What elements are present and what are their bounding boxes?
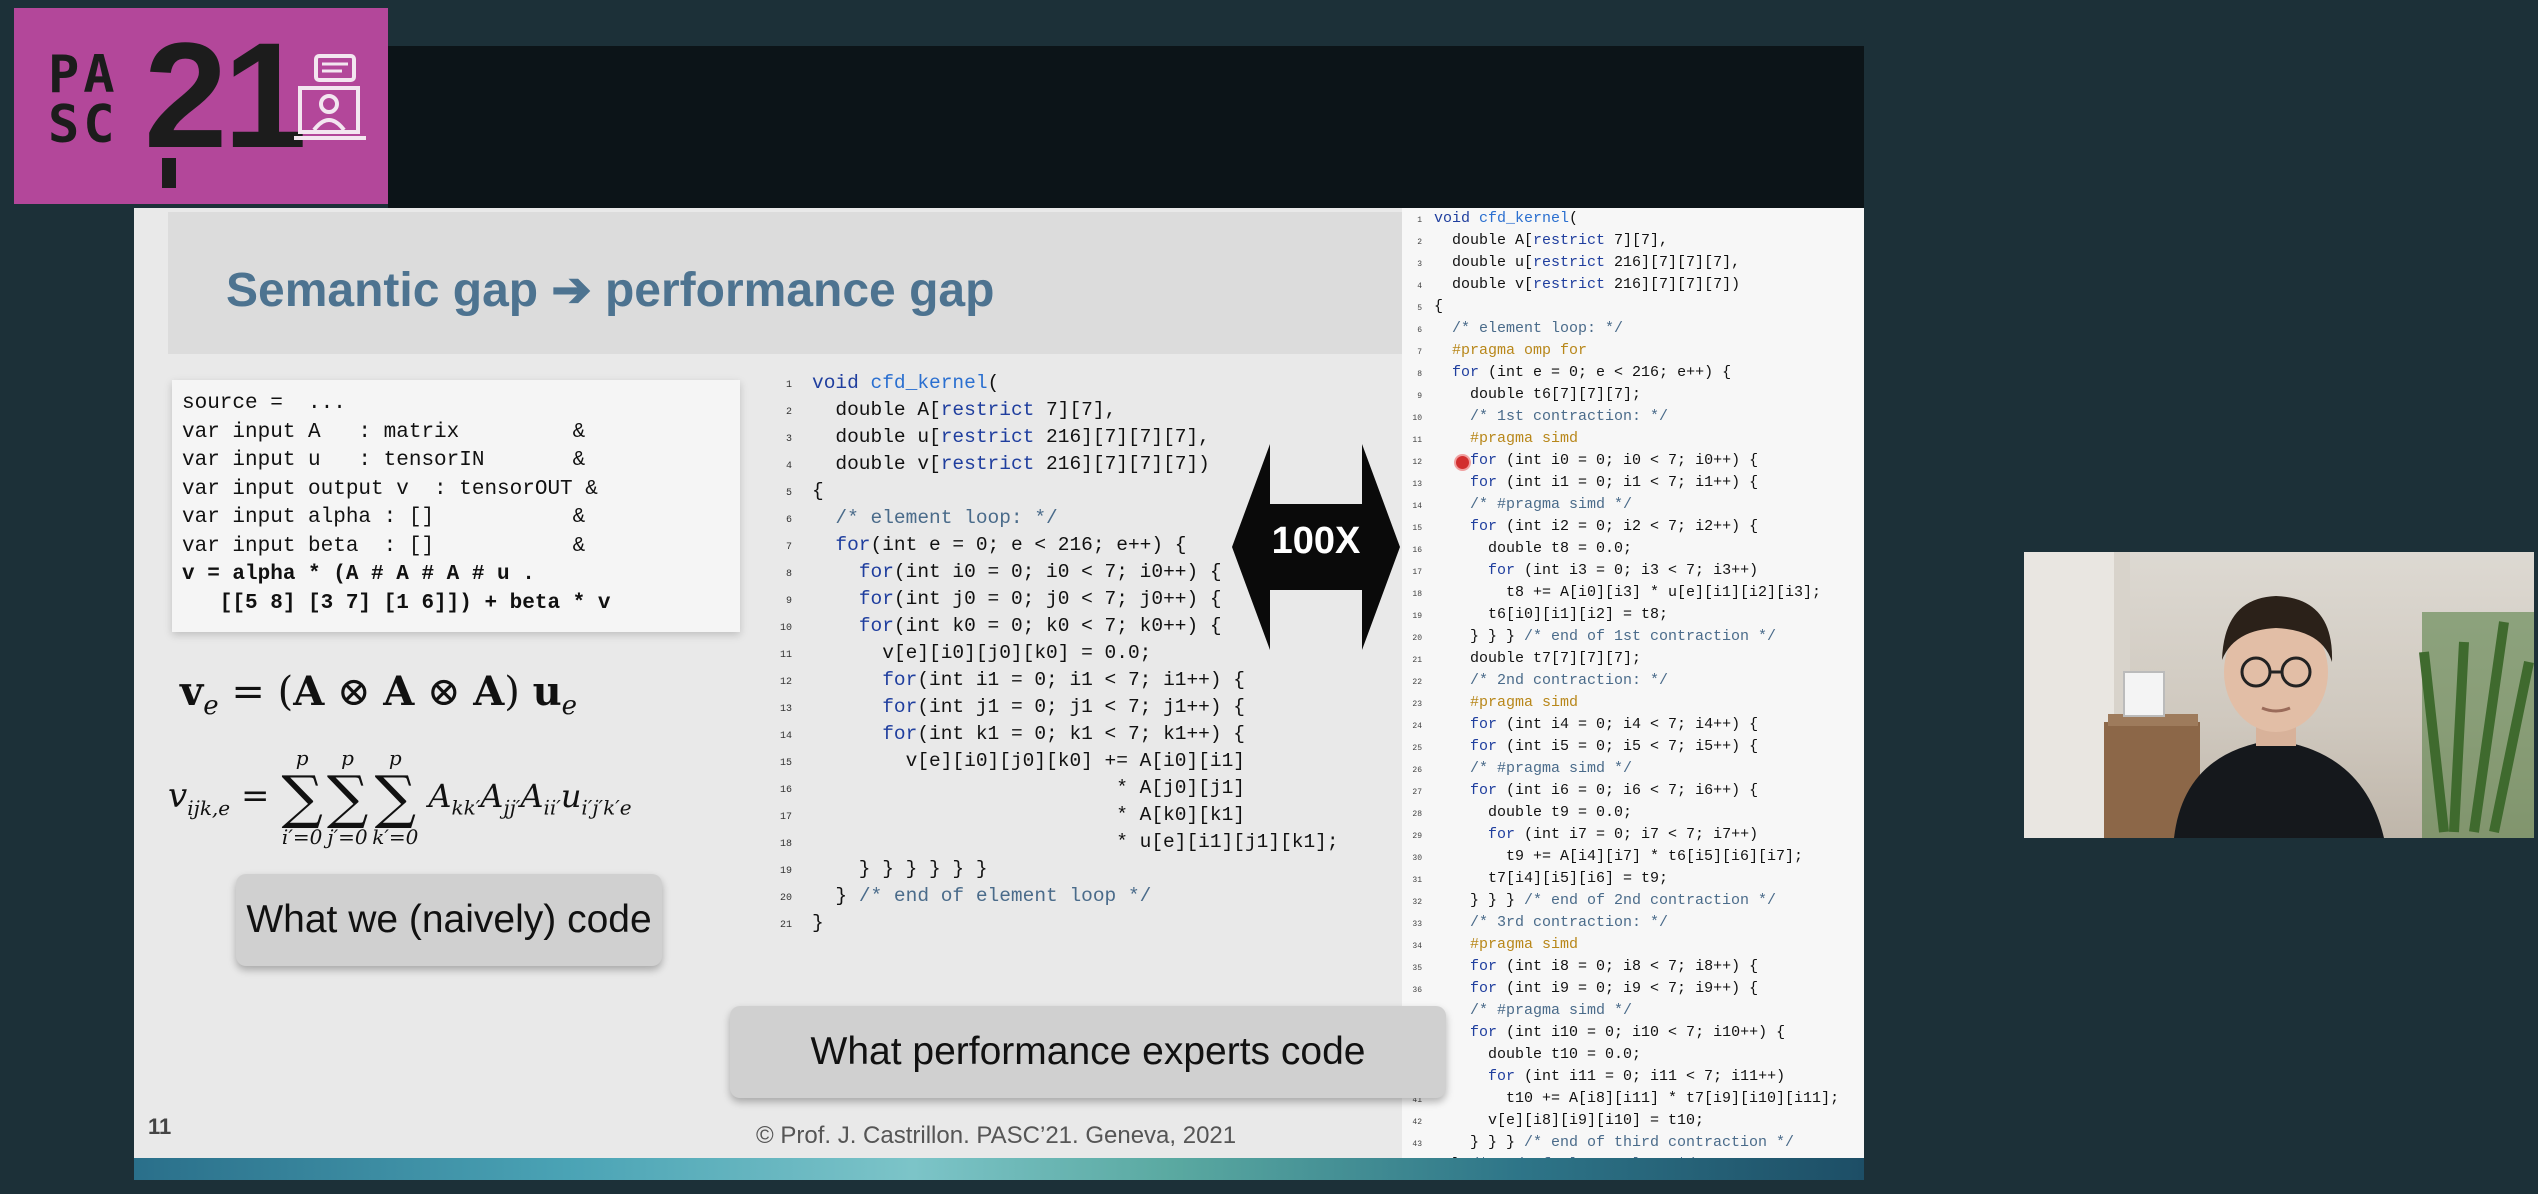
logo-year: 21 <box>144 11 307 179</box>
logo-pasc-text: PA SC <box>48 49 119 151</box>
naive-code-label: What we (naively) code <box>236 874 662 966</box>
laser-pointer-cursor <box>1454 454 1471 471</box>
spec-line: var input A : matrix & <box>182 420 586 444</box>
spec-line: [[5 8] [3 7] [1 6]]) + beta * v <box>182 591 611 615</box>
logo-pasc-line: PA <box>48 45 119 105</box>
slide-bottom-strip <box>134 1158 1864 1180</box>
spec-line: var input beta : [] & <box>182 534 586 558</box>
presentation-slide: Semantic gap ➔ performance gap source = … <box>134 208 1864 1180</box>
spec-line: source = ... <box>182 392 346 415</box>
spec-line: v = alpha * (A # A # A # u . <box>182 563 535 586</box>
slide-page-number: 11 <box>148 1114 172 1139</box>
virtual-presenter-icon <box>294 54 366 140</box>
conference-logo: PA SC 21 <box>14 8 388 204</box>
double-arrow-icon <box>1232 444 1400 650</box>
dsl-spec: source = ... var input A : matrix & var … <box>182 390 610 618</box>
equation-index-sum: vijk,e = p∑i′=0 p∑j′=0 p∑k′=0 Akk′Ajj′Ai… <box>168 746 632 849</box>
expert-code-panel <box>1402 208 1864 1158</box>
logo-pasc-line: SC <box>48 95 119 155</box>
expert-code-label: What performance experts code <box>730 1006 1446 1098</box>
dsl-spec-box: source = ... var input A : matrix & var … <box>172 380 740 632</box>
speaker-webcam[interactable] <box>2024 552 2534 838</box>
equation-tensor-product: ve = (A ⊗ A ⊗ A) ue <box>180 668 578 721</box>
spec-line: var input output v : tensorOUT & <box>182 477 598 501</box>
slide-title: Semantic gap ➔ performance gap <box>226 264 995 317</box>
title-band <box>168 212 1402 354</box>
spec-line: var input alpha : [] & <box>182 506 586 529</box>
speedup-label: 100X <box>1271 520 1361 562</box>
video-top-bar <box>388 46 1864 208</box>
speaker-video-frame <box>2024 552 2534 838</box>
logo-mark <box>162 158 176 188</box>
spec-line: var input u : tensorIN & <box>182 449 586 472</box>
slide-footer: © Prof. J. Castrillon. PASC’21. Geneva, … <box>756 1122 1237 1149</box>
